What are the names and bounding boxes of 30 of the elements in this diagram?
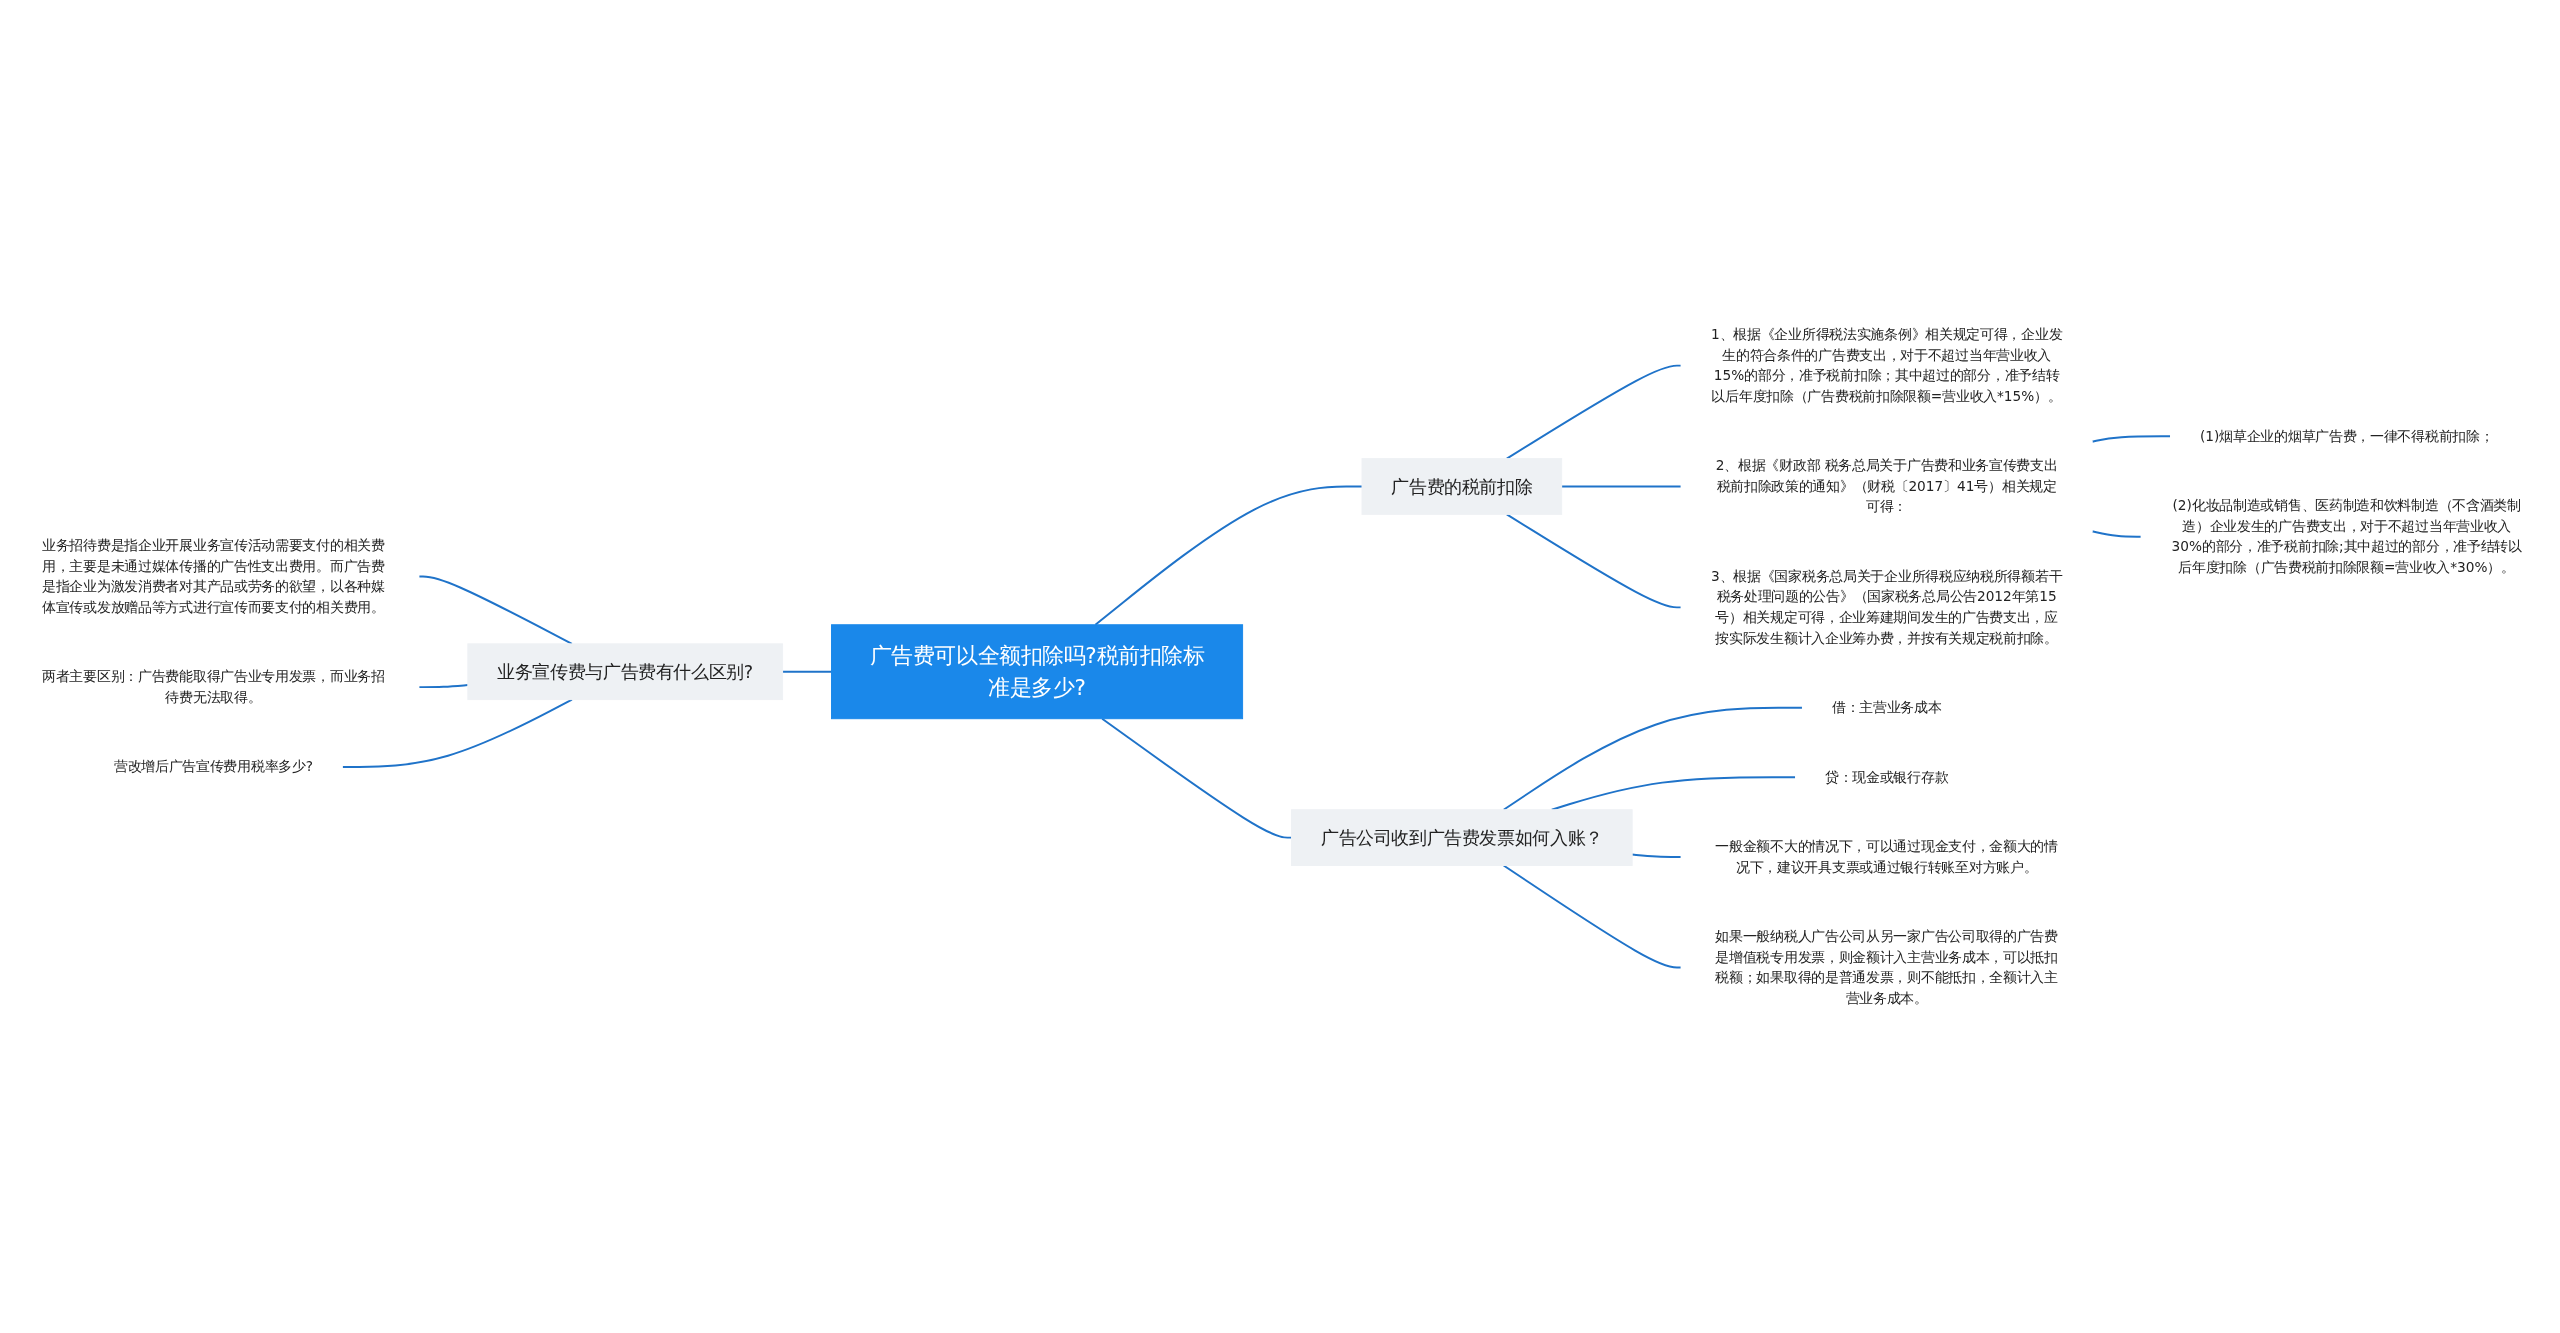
connector (2091, 435, 2172, 443)
connector (417, 684, 469, 689)
node-text: 一般金额不大的情况下，可以通过现金支付，金额大的情况下，建议开具支票或通过银行转账至对方账户。 (1715, 838, 2058, 875)
connector (781, 670, 833, 673)
node-text: 业务招待费是指企业开展业务宣传活动需要支付的相关费用，主要是未通过媒体传播的广告性支出费用。而广告费是指企业为激发消费者对其产品或劳务的欲望，以各种媒体宣传或发放赠品等方式进行宣传而要支付的相关费用。 (42, 537, 385, 615)
node-text: 贷：现金或银行存款 (1824, 768, 1949, 785)
node-box (831, 624, 1244, 720)
node-text: 如果一般纳税人广告公司从另一家广告公司取得的广告费是增值税专用发票，则金额计入主营业务成本，可以抵扣税额；如果取得的是普通发票，则不能抵扣，全额计入主营业务成本。 (1715, 928, 2058, 1006)
node-text: 营改增后广告宣传费用税率多少? (113, 758, 313, 775)
node-box (1291, 809, 1633, 866)
node-text: (2)化妆品制造或销售、医药制造和饮料制造（不含酒类制造）企业发生的广告费支出，对于不超过当年营业收入30%的部分，准予税前扣除;其中超过的部分，准予结转以后年度扣除（广告费税前扣除限额=营业收入*30%）。 (2171, 497, 2522, 575)
connector (1505, 364, 1683, 460)
connector (1505, 513, 1683, 609)
connector (1101, 717, 1293, 839)
node-text: 2、根据《财政部 税务总局关于广告费和业务宣传费支出税前扣除政策的通知》（财税〔2017〕41号）相关规定可得： (1715, 457, 2058, 515)
node-box (1361, 458, 1563, 515)
connector (1560, 485, 1683, 488)
node-text: 两者主要区别：广告费能取得广告业专用发票，而业务招待费无法取得。 (42, 668, 385, 705)
connector (341, 698, 573, 768)
connector (1502, 706, 1804, 811)
connector (2091, 530, 2143, 538)
node-text: 1、根据《企业所得税法实施条例》相关规定可得，企业发生的符合条件的广告费支出，对于不超过当年营业收入15%的部分，准予税前扣除；其中超过的部分，准予结转以后年度扣除（广告费税前扣除限额=营业收入*15%）。 (1710, 326, 2063, 404)
node-box (467, 643, 784, 700)
connector (417, 575, 573, 645)
connector (1094, 485, 1363, 626)
node-text: 3、根据《国家税务总局关于企业所得税应纳税所得额若干税务处理问题的公告》（国家税务总局公告2012年第15号）相关规定可得，企业筹建期间发生的广告费支出，应按实际发生额计入企业筹办费，并按有关规定税前扣除。 (1710, 568, 2063, 646)
connector (1631, 853, 1683, 858)
node-text: 借：主营业务成本 (1831, 699, 1942, 715)
node-text: (1)烟草企业的烟草广告费，一律不得税前扣除； (2199, 427, 2494, 444)
connector (1502, 864, 1683, 969)
